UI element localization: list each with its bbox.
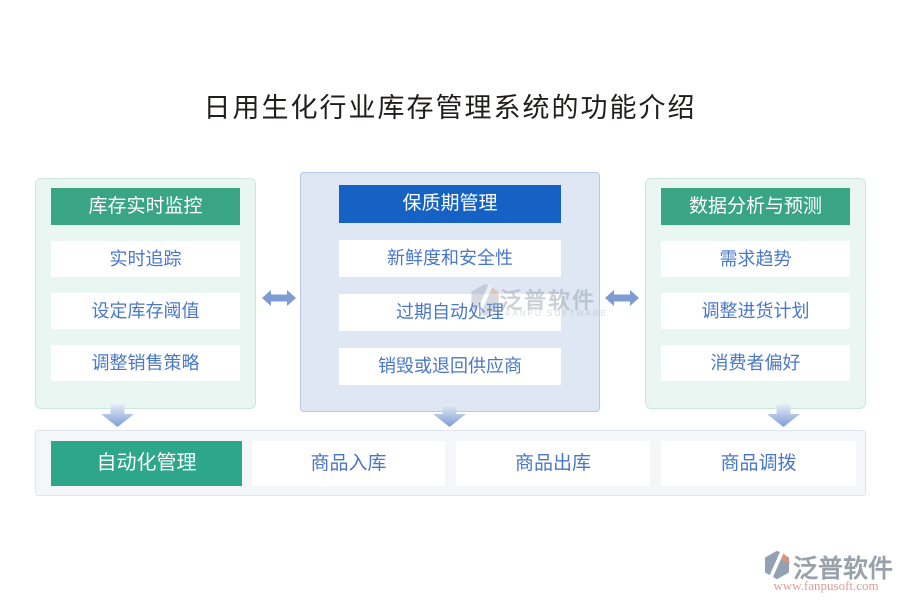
down-arrow-icon <box>433 404 466 427</box>
panel-item: 过期自动处理 <box>339 294 561 331</box>
panel-header-shelf-life-management: 保质期管理 <box>339 185 561 223</box>
panel-item: 新鲜度和安全性 <box>339 240 561 277</box>
panel-item: 需求趋势 <box>661 241 850 277</box>
panel-data-analysis-forecast: 数据分析与预测 需求趋势 调整进货计划 消费者偏好 <box>645 178 866 409</box>
down-arrow-icon <box>101 404 134 427</box>
bottom-cell-goods-transfer: 商品调拨 <box>661 441 856 486</box>
panel-shelf-life-management: 保质期管理 新鲜度和安全性 过期自动处理 销毁或退回供应商 <box>300 172 600 412</box>
watermark-brand-text: 泛普软件 <box>793 555 894 583</box>
double-arrow-icon <box>605 290 639 306</box>
panel-header-data-analysis-forecast: 数据分析与预测 <box>661 188 850 225</box>
double-arrow-icon <box>262 290 296 306</box>
automation-management-bar: 自动化管理 商品入库 商品出库 商品调拨 <box>35 430 866 496</box>
bottom-cell-goods-outbound: 商品出库 <box>456 441 650 486</box>
panel-item: 调整销售策略 <box>51 345 240 381</box>
panel-item: 设定库存阈值 <box>51 293 240 329</box>
panel-item: 实时追踪 <box>51 241 240 277</box>
watermark-url-text: www.fanpusoft.com <box>773 578 879 593</box>
page-title: 日用生化行业库存管理系统的功能介绍 <box>203 93 697 123</box>
automation-management-label: 自动化管理 <box>51 441 242 486</box>
panel-item: 销毁或退回供应商 <box>339 348 561 385</box>
fanpu-logo-icon <box>765 550 790 580</box>
panel-item: 消费者偏好 <box>661 345 850 381</box>
down-arrow-icon <box>767 404 800 427</box>
panel-item: 调整进货计划 <box>661 293 850 329</box>
panel-inventory-monitoring: 库存实时监控 实时追踪 设定库存阈值 调整销售策略 <box>35 178 256 409</box>
bottom-cell-goods-inbound: 商品入库 <box>252 441 445 486</box>
panel-header-inventory-monitoring: 库存实时监控 <box>51 188 240 225</box>
